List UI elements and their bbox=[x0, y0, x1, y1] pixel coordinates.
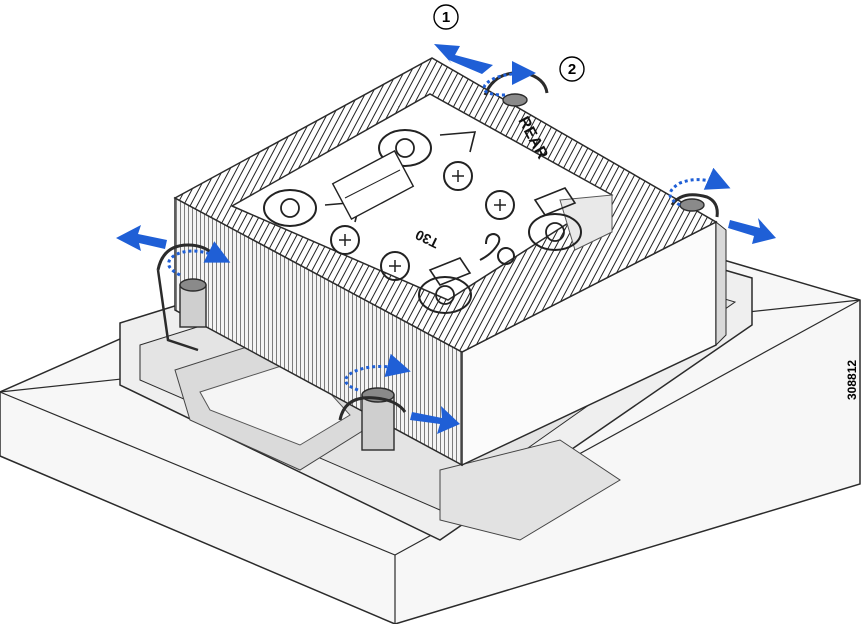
screw-marking-1 bbox=[378, 129, 432, 167]
figure-id: 308812 bbox=[845, 360, 859, 400]
captive-screw-front-right[interactable] bbox=[338, 387, 407, 451]
screw-marking-3 bbox=[528, 213, 582, 251]
nut-marking-1 bbox=[443, 161, 473, 191]
screw-marking-2 bbox=[263, 189, 317, 227]
screw-marking-4 bbox=[418, 276, 472, 314]
captive-screw-back-right[interactable] bbox=[670, 193, 719, 218]
unlock-icon bbox=[479, 232, 515, 265]
orientation-arrow-icon bbox=[533, 187, 577, 216]
heatsink-top: REAR T30 bbox=[173, 57, 718, 353]
nut-marking-2 bbox=[485, 190, 515, 220]
loosen-rotation-icon bbox=[167, 61, 731, 392]
callout-2: 2 bbox=[559, 56, 585, 82]
orientation-arrow-icon bbox=[428, 257, 472, 286]
sequence-label-block bbox=[331, 149, 415, 221]
nut-marking-4 bbox=[380, 251, 410, 281]
callout-2-number: 2 bbox=[568, 61, 576, 78]
release-arrow-icon bbox=[116, 44, 776, 434]
orientation-arrow-icon bbox=[439, 131, 477, 153]
callout-1-number: 1 bbox=[442, 9, 450, 26]
nut-marking-3 bbox=[330, 225, 360, 255]
callout-1: 1 bbox=[433, 4, 459, 30]
